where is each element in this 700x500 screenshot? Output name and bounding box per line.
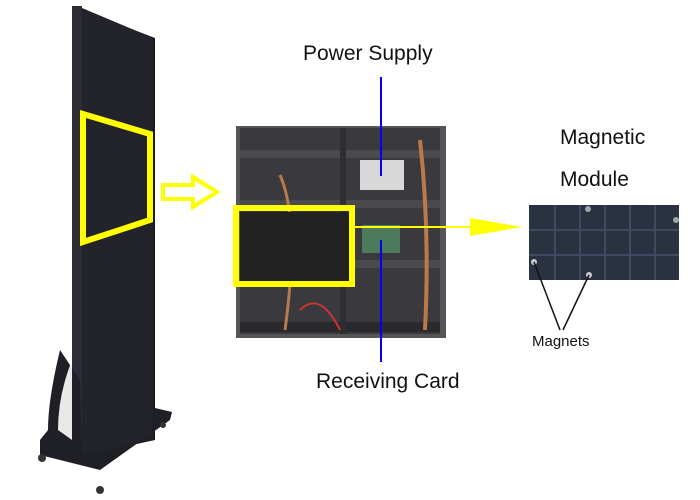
led-module	[240, 212, 352, 282]
yellow-arrow-head-icon	[470, 218, 522, 236]
magnet	[585, 206, 591, 212]
led-poster-display	[38, 6, 172, 494]
stand-cutout	[58, 360, 72, 440]
power-supply-label: Power Supply	[303, 42, 433, 65]
caster-wheel	[160, 422, 166, 428]
magnetic-module	[529, 205, 679, 280]
module-label: Module	[560, 168, 629, 191]
cabinet-back-view	[233, 126, 446, 338]
module-highlight-box	[233, 205, 355, 287]
magnetic-label: Magnetic	[560, 126, 646, 149]
caster-wheel	[96, 486, 104, 494]
magnets-pointer-right	[562, 274, 590, 331]
magnets-pointer-left	[533, 261, 561, 331]
display-highlight-box	[80, 109, 153, 247]
display-side-edge	[72, 6, 82, 458]
receiving-card-label: Receiving Card	[316, 370, 460, 393]
ribbon-cable	[418, 139, 429, 331]
display-stand-base	[40, 350, 172, 470]
caster-wheel	[38, 454, 46, 462]
magnet	[673, 217, 679, 223]
hollow-arrow-icon	[161, 173, 221, 211]
magnets-label: Magnets	[532, 333, 590, 350]
power-cable	[299, 302, 341, 331]
